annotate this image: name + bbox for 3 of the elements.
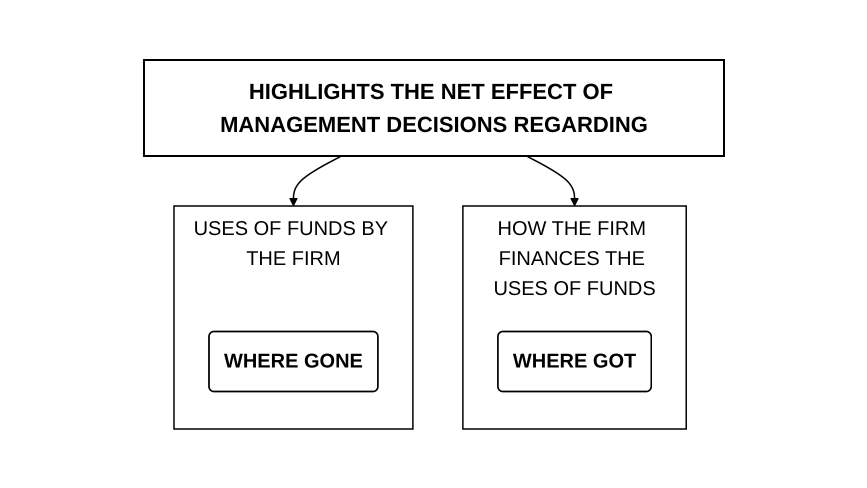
arrow <box>288 154 342 206</box>
arrow <box>526 154 578 206</box>
node-box: HIGHLIGHTS THE NET EFFECT OF MANAGEMENT DECISIONS REGARDING <box>142 58 724 156</box>
